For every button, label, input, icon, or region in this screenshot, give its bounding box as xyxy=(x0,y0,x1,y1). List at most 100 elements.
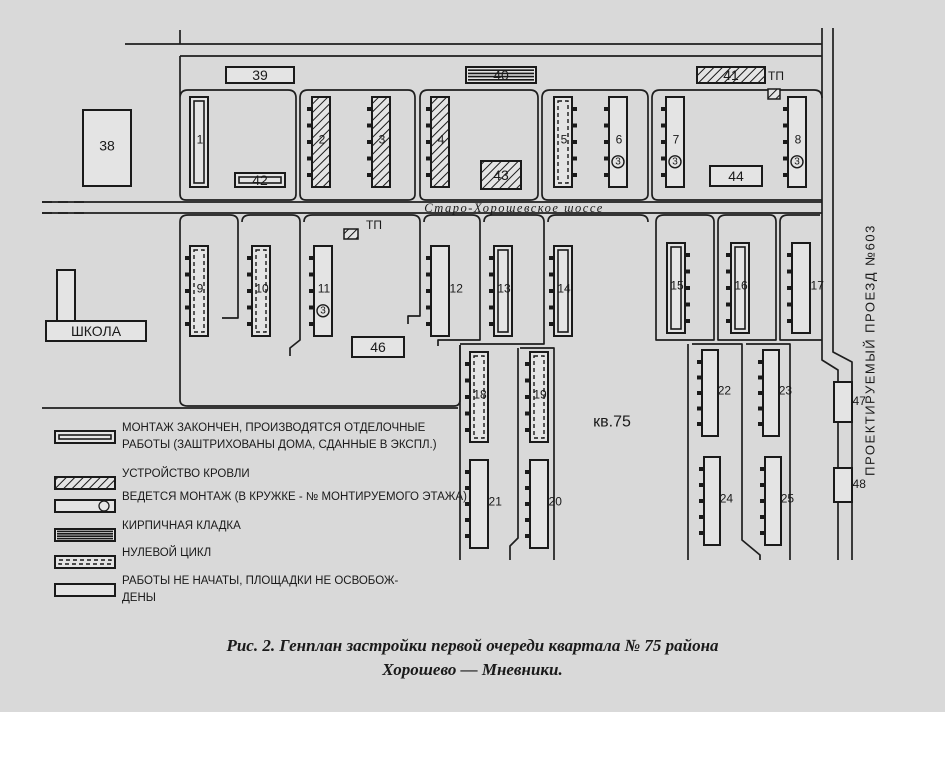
building-11: 11 3 xyxy=(309,245,333,337)
legend: МОНТАЖ ЗАКОНЧЕН, ПРОИЗВОДЯТСЯ ОТДЕЛОЧНЫЕ… xyxy=(54,422,467,604)
building-16: 16 xyxy=(726,242,750,334)
building-number-label: 39 xyxy=(252,67,268,83)
building-14: 14 xyxy=(549,245,573,337)
building-number-label: 5 xyxy=(561,132,568,146)
floor-marker-icon xyxy=(668,155,682,169)
building-4: 4 xyxy=(426,96,450,188)
building-9: 9 xyxy=(185,245,209,337)
building-41: 41 xyxy=(696,66,766,84)
figure-caption-line-2: Хорошево — Мневники. xyxy=(382,660,563,679)
building-25: 25 xyxy=(760,456,795,546)
building-number-label: 11 xyxy=(318,281,331,295)
building-47: 47 xyxy=(833,381,867,423)
building-number-label: 19 xyxy=(533,387,547,401)
building-10: 10 xyxy=(247,245,271,337)
figure-caption-line-1: Рис. 2. Генплан застройки первой очереди… xyxy=(226,636,719,655)
building-number-label: 40 xyxy=(493,67,509,83)
building-number-label: 44 xyxy=(728,168,744,184)
legend-swatch-none xyxy=(54,583,116,597)
building-number-label: 38 xyxy=(99,138,115,154)
building-number-label: 9 xyxy=(197,281,204,295)
building-number-label: 20 xyxy=(549,494,563,508)
building-40: 40 xyxy=(465,66,537,84)
building-number-label: 6 xyxy=(616,132,623,146)
legend-text: РАБОТЫ НЕ НАЧАТЫ, ПЛОЩАДКИ НЕ ОСВОБОЖ- xyxy=(122,575,399,587)
building-5: 5 xyxy=(553,96,577,188)
building-6: 63 xyxy=(604,96,628,188)
legend-swatch-roof xyxy=(54,476,116,490)
legend-item-none: РАБОТЫ НЕ НАЧАТЫ, ПЛОЩАДКИ НЕ ОСВОБОЖ- ДЕ… xyxy=(54,575,399,604)
substation-icon xyxy=(343,228,359,240)
school-building xyxy=(45,320,147,342)
legend-text: УСТРОЙСТВО КРОВЛИ xyxy=(122,467,250,480)
substation-label-mid: ТП xyxy=(366,218,382,232)
building-38: 38 xyxy=(82,109,132,187)
legend-swatch-brick xyxy=(54,528,116,542)
legend-item-finishing: МОНТАЖ ЗАКОНЧЕН, ПРОИЗВОДЯТСЯ ОТДЕЛОЧНЫЕ… xyxy=(54,422,437,451)
building-number-label: 24 xyxy=(720,491,734,505)
building-21: 21 xyxy=(465,459,503,549)
floor-number-label: 3 xyxy=(320,305,326,316)
building-number-label: 17 xyxy=(811,278,825,292)
building-3: 3 xyxy=(367,96,391,188)
street-name-label: Старо-Хорошевское шоссе xyxy=(424,201,604,215)
floor-marker-icon xyxy=(316,304,330,318)
building-number-label: 1 xyxy=(197,132,204,146)
building-8: 83 xyxy=(783,96,807,188)
legend-text: РАБОТЫ (ЗАШТРИХОВАНЫ ДОМА, СДАННЫЕ В ЭКС… xyxy=(122,439,437,451)
floor-number-label: 3 xyxy=(794,156,800,167)
building-number-label: 12 xyxy=(450,281,464,295)
building-number-label: 10 xyxy=(255,281,269,295)
building-number-label: 43 xyxy=(493,167,509,183)
building-42: 42 xyxy=(234,172,286,188)
building-number-label: 8 xyxy=(795,132,802,146)
legend-item-brick: КИРПИЧНАЯ КЛАДКА xyxy=(54,520,241,542)
building-number-label: 21 xyxy=(489,494,503,508)
building-number-label: 47 xyxy=(853,394,867,408)
building-number-label: 22 xyxy=(718,383,732,397)
legend-text: МОНТАЖ ЗАКОНЧЕН, ПРОИЗВОДЯТСЯ ОТДЕЛОЧНЫЕ xyxy=(122,422,426,434)
building-number-label: 7 xyxy=(673,132,680,146)
building-number-label: 4 xyxy=(438,132,445,146)
building-number-label: 18 xyxy=(473,387,487,401)
building-number-label: 46 xyxy=(370,339,386,355)
floor-number-label: 3 xyxy=(672,156,678,167)
building-24: 24 xyxy=(699,456,734,546)
building-number-label: 13 xyxy=(497,281,511,295)
legend-text: НУЛЕВОЙ ЦИКЛ xyxy=(122,546,211,559)
building-number-label: 25 xyxy=(781,491,795,505)
building-number-label: 15 xyxy=(670,278,684,292)
building-number-label: 48 xyxy=(853,477,867,491)
legend-text: ДЕНЫ xyxy=(122,592,156,604)
proposed-road-label: ПРОЕКТИРУЕМЫЙ ПРОЕЗД №603 xyxy=(863,224,878,476)
building-39: 39 xyxy=(225,66,295,84)
building-7: 73 xyxy=(661,96,685,188)
quarter-label: кв.75 xyxy=(593,414,631,431)
substation-icon xyxy=(767,88,781,100)
building-2: 2 xyxy=(307,96,331,188)
school-label: ШКОЛА xyxy=(71,323,122,339)
building-43: 43 xyxy=(480,160,522,190)
building-13: 13 xyxy=(489,245,513,337)
floor-number-label: 3 xyxy=(615,156,621,167)
building-48: 48 xyxy=(833,467,867,503)
building-number-label: 41 xyxy=(723,67,739,83)
road-network xyxy=(42,28,853,560)
legend-item-montage: ВЕДЕТСЯ МОНТАЖ (В КРУЖКЕ - № МОНТИРУЕМОГ… xyxy=(54,491,467,513)
legend-item-roof: УСТРОЙСТВО КРОВЛИ xyxy=(54,467,250,490)
building-number-label: 3 xyxy=(379,132,386,146)
school-tower xyxy=(56,269,76,323)
legend-swatch-finishing xyxy=(54,430,116,444)
building-number-label: 42 xyxy=(252,172,268,188)
building-1: 1 xyxy=(189,96,209,188)
building-17: 17 xyxy=(787,242,825,334)
building-12: 12 xyxy=(426,245,464,337)
legend-swatch-zero xyxy=(54,555,116,569)
floor-marker-icon xyxy=(611,155,625,169)
floor-marker-icon xyxy=(98,500,110,512)
building-20: 20 xyxy=(525,459,563,549)
building-22: 22 xyxy=(697,349,732,437)
building-44: 44 xyxy=(709,165,763,187)
building-number-label: 16 xyxy=(734,278,748,292)
